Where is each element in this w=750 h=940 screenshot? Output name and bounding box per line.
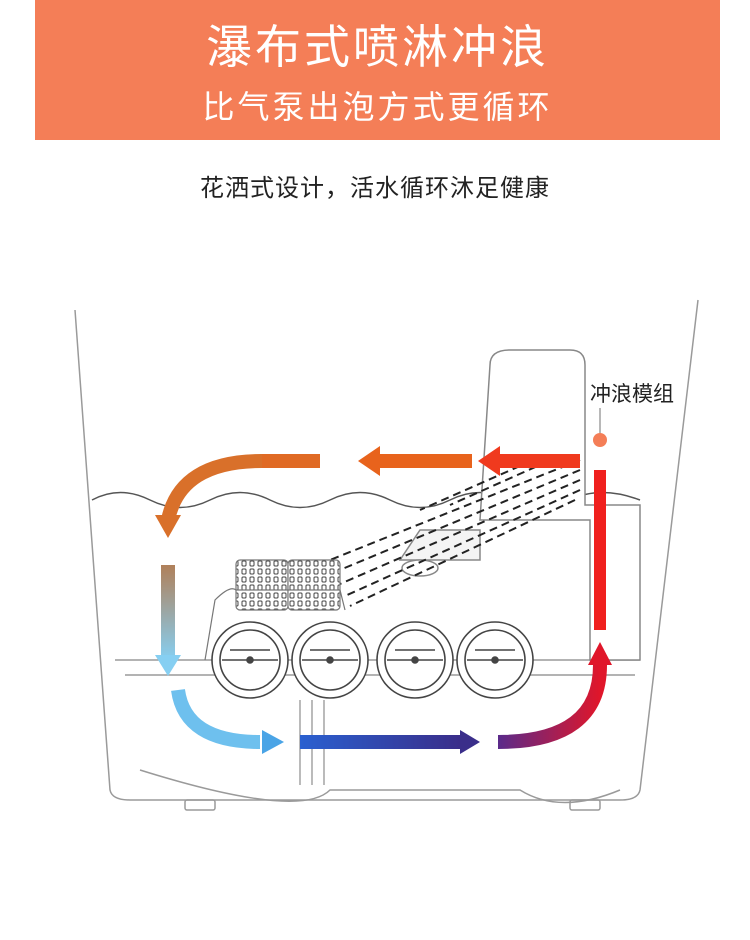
arrow-head-right (460, 730, 480, 754)
arrow-head-down (155, 655, 181, 676)
roller-3 (376, 621, 454, 699)
roller-1 (211, 621, 289, 699)
page-title: 瀑布式喷淋冲浪 (206, 20, 549, 74)
surf-module-label: 冲浪模组 (590, 382, 674, 406)
massage-rollers (211, 621, 534, 785)
arrow-head-left (478, 446, 500, 476)
arrow-head-right (262, 730, 284, 754)
surf-module-marker (593, 408, 607, 447)
page-subtitle: 比气泵出泡方式更循环 (202, 88, 553, 126)
tagline: 花洒式设计，活水循环沐足健康 (200, 174, 550, 202)
flow-arrows (155, 446, 612, 754)
arrow-head-down (155, 515, 181, 538)
massage-grille (204, 559, 346, 661)
header-banner: 瀑布式喷淋冲浪 比气泵出泡方式更循环 (35, 0, 720, 140)
roller-4 (456, 621, 534, 699)
arrow-head-left (358, 446, 380, 476)
foot-bath-diagram (74, 299, 699, 811)
arrow-head-up (588, 642, 612, 665)
roller-2 (291, 621, 369, 699)
